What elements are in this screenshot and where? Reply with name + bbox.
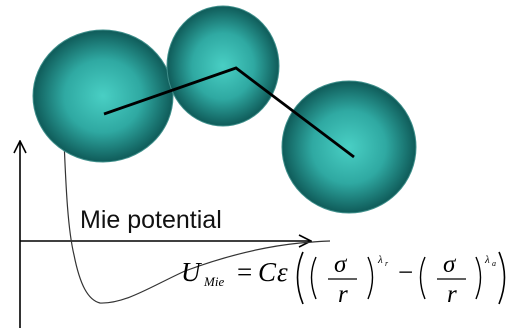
eq-lambda-r-sub: r (385, 259, 389, 268)
eq-U-subscript: Mie (203, 274, 224, 289)
eq-lambda-a-sub: a (492, 259, 496, 268)
potential-axes (20, 142, 310, 328)
eq-paren1-left (310, 256, 317, 300)
eq-lambda-r: λ (377, 254, 383, 266)
eq-sigma-1: σ (334, 251, 348, 278)
eq-r-2: r (447, 281, 457, 308)
eq-C: C (258, 257, 277, 287)
bead-right (281, 80, 417, 214)
mie-potential-curve (63, 139, 331, 304)
eq-paren2-right (475, 256, 482, 300)
eq-outer-paren-right (498, 251, 506, 305)
eq-equals: = (237, 257, 252, 287)
mie-equation: U Mie = C ε σ r λ r − σ r λ a (181, 251, 506, 308)
mie-potential-label: Mie potential (80, 206, 222, 234)
eq-epsilon: ε (277, 257, 288, 287)
bead-left (32, 29, 174, 163)
bead-chain (32, 5, 417, 214)
bond-lines (103, 66, 355, 159)
eq-lambda-a: λ (484, 254, 490, 266)
eq-outer-paren-left (296, 251, 304, 305)
bead-middle (166, 5, 280, 127)
eq-minus: − (398, 257, 413, 287)
eq-paren2-left (419, 256, 426, 300)
eq-sigma-2: σ (443, 251, 457, 278)
eq-paren1-right (367, 256, 374, 300)
eq-r-1: r (338, 281, 348, 308)
eq-U: U (181, 257, 202, 287)
